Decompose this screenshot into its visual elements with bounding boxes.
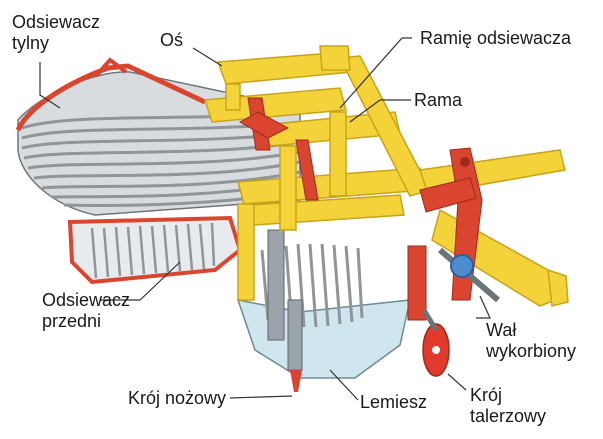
- frame: [204, 45, 569, 307]
- label-odsiewacz-przedni: Odsiewacz przedni: [42, 290, 130, 332]
- label-kroj-nozowy: Krój nożowy: [128, 388, 227, 408]
- label-wal-wykorbiony-line2: wykorbiony: [486, 341, 577, 361]
- disc-hub: [432, 346, 440, 354]
- label-os: Oś: [160, 30, 184, 50]
- hitch-pin: [460, 157, 470, 167]
- share-plate: [236, 299, 411, 379]
- rear-sieve-hook: [94, 57, 128, 78]
- label-odsiewacz-tylny: Odsiewacz tylny: [12, 12, 100, 54]
- knife-tip: [290, 370, 302, 392]
- crank-wheel: [450, 254, 474, 278]
- label-odsiewacz-tylny-line1: Odsiewacz: [12, 12, 101, 32]
- label-odsiewacz-przedni-line2: przedni: [42, 311, 102, 331]
- knife-shank-left: [267, 229, 285, 341]
- label-odsiewacz-przedni-line1: Odsiewacz: [42, 290, 131, 310]
- front-sieve-bars: [90, 222, 216, 279]
- label-ramie-odsiewacza: Ramię odsiewacza: [420, 28, 572, 48]
- label-odsiewacz-tylny-line2: tylny: [12, 33, 50, 53]
- label-kroj-talerzowy: Krój talerzowy: [470, 385, 546, 427]
- disc-arm: [421, 308, 439, 332]
- leader-lines: [39, 37, 491, 401]
- label-kroj-talerzowy-line1: Krój: [470, 385, 503, 405]
- knife-shank-right: [287, 299, 303, 371]
- label-kroj-talerzowy-line2: talerzowy: [470, 406, 547, 426]
- label-wal-wykorbiony: Wał wykorbiony: [486, 320, 576, 362]
- label-rama: Rama: [414, 90, 463, 110]
- label-wal-wykorbiony-line1: Wał: [486, 320, 517, 340]
- label-lemiesz: Lemiesz: [360, 392, 428, 412]
- rear-sieve-frame: [15, 63, 207, 132]
